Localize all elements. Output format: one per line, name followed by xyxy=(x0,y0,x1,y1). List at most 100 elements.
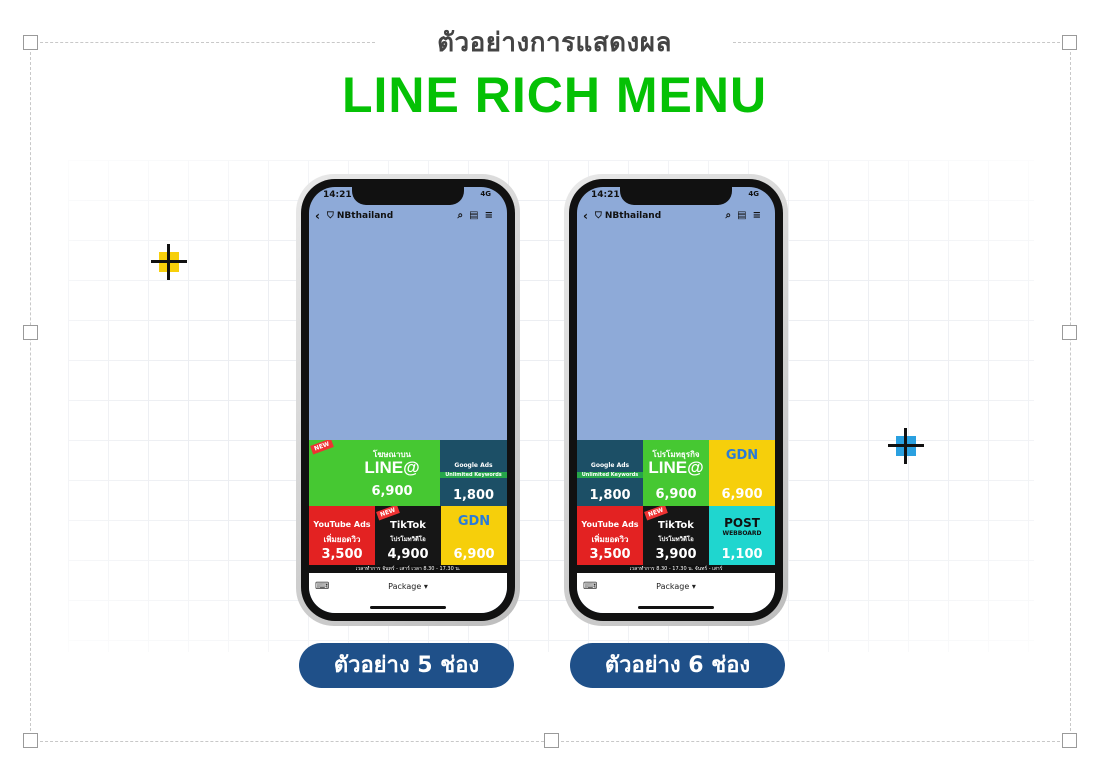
tile-big: โปรโมทวิดีโอ xyxy=(658,536,694,543)
search-icon[interactable]: ⌕ xyxy=(725,210,738,221)
resize-handle-bottom-middle[interactable] xyxy=(544,733,559,748)
rich-menu-tile-youtube[interactable]: YouTube Ads เพิ่มยอดวิว 3,500 xyxy=(577,506,643,566)
rich-menu-tile-line[interactable]: NEW โฆษณาบน LINE@ 6,900 xyxy=(309,440,440,506)
frame-left xyxy=(30,42,31,741)
tile-line1: โฆษณาบน xyxy=(373,450,411,459)
resize-handle-bottom-right[interactable] xyxy=(1062,733,1077,748)
phone-screen: 14:21 4G ‹ ⛉ NBthailand ⌕▤≡ NEW โฆษณาบน … xyxy=(309,187,507,613)
page-title: LINE RICH MENU xyxy=(341,67,768,123)
chat-header: ‹ ⛉ NBthailand ⌕▤≡ xyxy=(309,207,507,229)
caption-6-slot: ตัวอย่าง 6 ช่อง xyxy=(570,643,785,688)
grid-fade xyxy=(68,160,1034,652)
tile-price: 3,900 xyxy=(655,547,697,562)
status-bar: 14:21 4G xyxy=(577,190,775,204)
resize-handle-middle-left[interactable] xyxy=(23,325,38,340)
tile-line1: GDN xyxy=(457,514,491,529)
tile-big: WEBBOARD xyxy=(722,530,762,537)
tile-price: 3,500 xyxy=(321,547,363,562)
tile-big: Unlimited Keywords xyxy=(440,472,507,478)
chat-header: ‹ ⛉ NBthailand ⌕▤≡ xyxy=(577,207,775,229)
rich-menu-tile-google-ads[interactable]: Google Ads Unlimited Keywords 1,800 xyxy=(440,440,507,506)
blue-cross-decoration xyxy=(888,428,924,464)
phone-mockup-6-slot: 14:21 4G ‹ ⛉ NBthailand ⌕▤≡ Google Ads U… xyxy=(564,174,788,626)
tile-big: Unlimited Keywords xyxy=(577,472,643,478)
status-bar: 14:21 4G xyxy=(309,190,507,204)
home-indicator xyxy=(638,606,714,609)
phone-mockup-5-slot: 14:21 4G ‹ ⛉ NBthailand ⌕▤≡ NEW โฆษณาบน … xyxy=(296,174,520,626)
tile-big: LINE@ xyxy=(364,458,420,477)
tile-big: เพิ่มยอดวิว xyxy=(591,535,629,544)
rich-menu-tile-gdn[interactable]: GDN 6,900 xyxy=(709,440,775,506)
frame-top-right xyxy=(733,42,1070,43)
tile-line1: TikTok xyxy=(658,520,694,531)
network-label: 4G xyxy=(748,190,759,198)
tile-price: 1,100 xyxy=(721,547,763,562)
resize-handle-bottom-left[interactable] xyxy=(23,733,38,748)
hours-bar: เวลาทำการ จันทร์ - เสาร์ เวลา 8.30 - 17.… xyxy=(309,565,507,573)
tile-price: 6,900 xyxy=(371,484,413,499)
tile-line1: POST xyxy=(724,516,760,530)
tile-line1: YouTube Ads xyxy=(313,520,371,529)
tile-price: 6,900 xyxy=(655,487,697,502)
phone-notch xyxy=(620,187,732,205)
chat-name: ⛉ NBthailand xyxy=(595,211,662,221)
tile-price: 6,900 xyxy=(721,487,763,502)
tile-price: 6,900 xyxy=(453,547,495,562)
phone-bezel: 14:21 4G ‹ ⛉ NBthailand ⌕▤≡ Google Ads U… xyxy=(569,179,783,621)
rich-menu: Google Ads Unlimited Keywords 1,800 โปรโ… xyxy=(577,440,775,574)
frame-top-left xyxy=(30,42,375,43)
home-indicator xyxy=(370,606,446,609)
tile-line1: Google Ads xyxy=(454,462,493,469)
status-time: 14:21 xyxy=(323,190,352,200)
resize-handle-top-left[interactable] xyxy=(23,35,38,50)
back-arrow-icon[interactable]: ‹ xyxy=(315,209,320,223)
notes-icon[interactable]: ▤ xyxy=(737,210,753,221)
caption-5-slot: ตัวอย่าง 5 ช่อง xyxy=(299,643,514,688)
tile-price: 1,800 xyxy=(589,488,631,503)
yellow-cross-decoration xyxy=(151,244,187,280)
search-icon[interactable]: ⌕ xyxy=(457,210,470,221)
rich-menu-tile-tiktok[interactable]: NEW TikTok โปรโมทวิดีโอ 4,900 xyxy=(375,506,441,566)
rich-menu-tile-tiktok[interactable]: NEW TikTok โปรโมทวิดีโอ 3,900 xyxy=(643,506,709,566)
rich-menu-tile-google-ads[interactable]: Google Ads Unlimited Keywords 1,800 xyxy=(577,440,643,506)
tile-price: 4,900 xyxy=(387,547,429,562)
header-icons: ⌕▤≡ xyxy=(458,210,499,221)
menu-icon[interactable]: ≡ xyxy=(752,210,767,221)
keyboard-icon[interactable]: ⌨ xyxy=(583,581,598,592)
resize-handle-top-right[interactable] xyxy=(1062,35,1077,50)
new-badge: NEW xyxy=(644,506,668,521)
chat-name: ⛉ NBthailand xyxy=(327,211,394,221)
tile-price: 3,500 xyxy=(589,547,631,562)
subtitle-text: ตัวอย่างการแสดงผล xyxy=(413,28,696,58)
phone-notch xyxy=(352,187,464,205)
rich-menu: NEW โฆษณาบน LINE@ 6,900 Google Ads Unlim… xyxy=(309,440,507,574)
chat-name-text: NBthailand xyxy=(604,211,662,221)
rich-menu-tile-line[interactable]: โปรโมทธุรกิจ LINE@ 6,900 xyxy=(643,440,709,506)
rich-menu-tile-gdn[interactable]: GDN 6,900 xyxy=(441,506,507,566)
rich-menu-tile-youtube[interactable]: YouTube Ads เพิ่มยอดวิว 3,500 xyxy=(309,506,375,566)
tile-line1: TikTok xyxy=(390,520,426,531)
rich-menu-tile-webboard[interactable]: POST WEBBOARD 1,100 xyxy=(709,506,775,566)
tile-line1: โปรโมทธุรกิจ xyxy=(652,450,700,459)
hours-bar: เวลาทำการ 8.30 - 17.30 น. จันทร์ - เสาร์ xyxy=(577,565,775,573)
phone-screen: 14:21 4G ‹ ⛉ NBthailand ⌕▤≡ Google Ads U… xyxy=(577,187,775,613)
menu-icon[interactable]: ≡ xyxy=(484,210,499,221)
keyboard-icon[interactable]: ⌨ xyxy=(315,581,330,592)
tile-price: 1,800 xyxy=(452,488,495,503)
bottom-bar: ⌨ Package ▾ xyxy=(577,573,775,613)
notes-icon[interactable]: ▤ xyxy=(469,210,485,221)
status-time: 14:21 xyxy=(591,190,620,200)
bottom-bar: ⌨ Package ▾ xyxy=(309,573,507,613)
tile-line1: GDN xyxy=(725,448,759,463)
subtitle: ตัวอย่างการแสดงผล xyxy=(0,22,1109,63)
menu-toggle-label[interactable]: Package ▾ xyxy=(388,582,428,591)
menu-toggle-label[interactable]: Package ▾ xyxy=(656,582,696,591)
frame-right xyxy=(1070,42,1071,741)
resize-handle-middle-right[interactable] xyxy=(1062,325,1077,340)
phone-bezel: 14:21 4G ‹ ⛉ NBthailand ⌕▤≡ NEW โฆษณาบน … xyxy=(301,179,515,621)
tile-big: LINE@ xyxy=(648,458,704,477)
tile-line1: Google Ads xyxy=(590,462,630,469)
tile-line1: YouTube Ads xyxy=(581,520,639,529)
back-arrow-icon[interactable]: ‹ xyxy=(583,209,588,223)
